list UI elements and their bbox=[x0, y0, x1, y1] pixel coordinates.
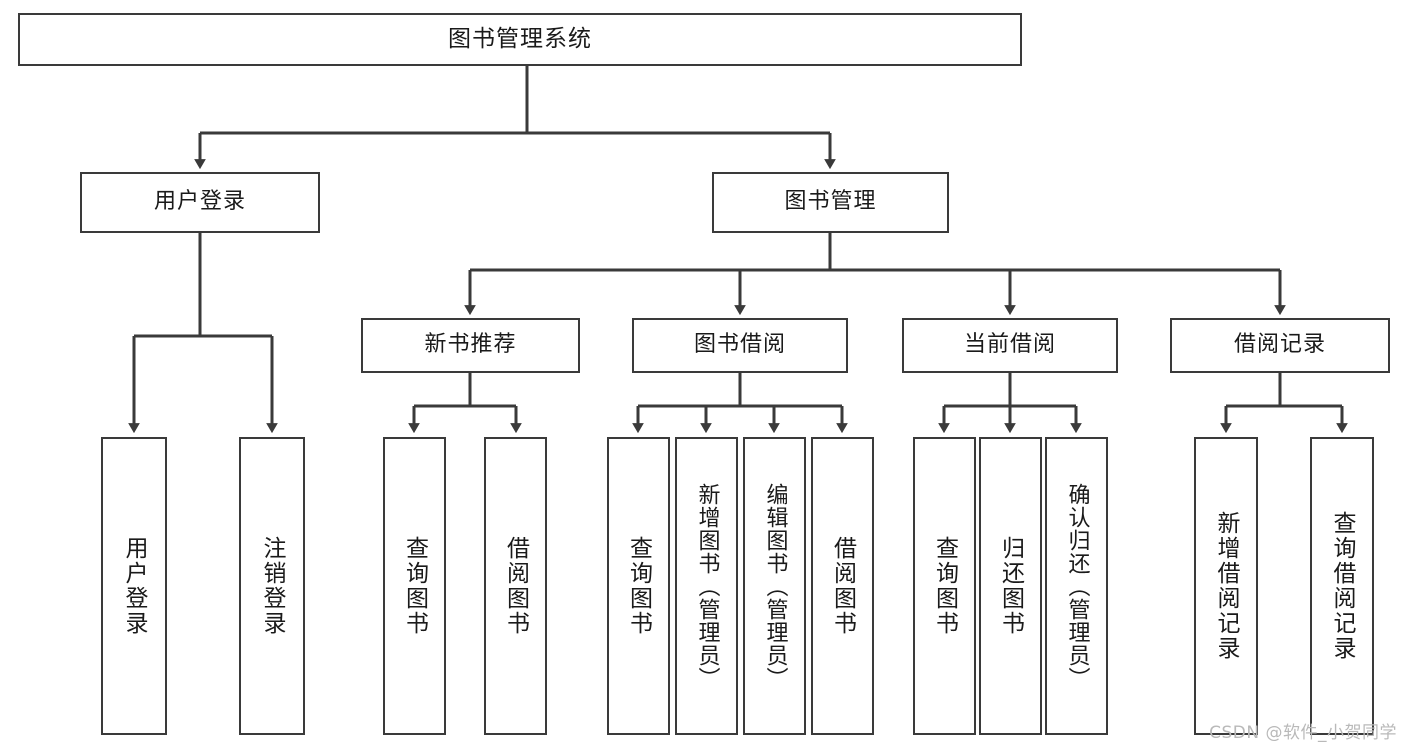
leaf-borrow-book-1[interactable]: 借阅图书 bbox=[484, 437, 547, 735]
node-user-login[interactable]: 用户登录 bbox=[80, 172, 320, 233]
leaf-add-book-admin-label: 新增图书（管理员） bbox=[694, 482, 720, 690]
leaf-query-book-3-label: 查询图书 bbox=[931, 536, 958, 636]
leaf-query-book-1-label: 查询图书 bbox=[401, 536, 428, 636]
leaf-query-record-label: 查询借阅记录 bbox=[1329, 511, 1356, 661]
leaf-borrow-book-2-label: 借阅图书 bbox=[829, 536, 856, 636]
leaf-add-record-label: 新增借阅记录 bbox=[1213, 511, 1240, 661]
leaf-confirm-return-admin[interactable]: 确认归还（管理员） bbox=[1045, 437, 1108, 735]
leaf-confirm-return-admin-label: 确认归还（管理员） bbox=[1064, 482, 1090, 690]
node-borrow-record-label: 借阅记录 bbox=[1233, 332, 1326, 358]
leaf-query-book-3[interactable]: 查询图书 bbox=[913, 437, 976, 735]
leaf-query-record[interactable]: 查询借阅记录 bbox=[1310, 437, 1374, 735]
node-book-borrow-label: 图书借阅 bbox=[693, 332, 786, 358]
leaf-logout-label: 注销登录 bbox=[259, 536, 286, 636]
csdn-watermark: CSDN @软件_小贺同学 bbox=[1209, 723, 1397, 743]
leaf-logout[interactable]: 注销登录 bbox=[239, 437, 305, 735]
node-new-book-recommend-label: 新书推荐 bbox=[424, 332, 517, 358]
node-current-borrow[interactable]: 当前借阅 bbox=[902, 318, 1118, 373]
leaf-borrow-book-2[interactable]: 借阅图书 bbox=[811, 437, 874, 735]
node-book-manage-label: 图书管理 bbox=[784, 189, 877, 215]
leaf-return-book[interactable]: 归还图书 bbox=[979, 437, 1042, 735]
node-root[interactable]: 图书管理系统 bbox=[18, 13, 1022, 66]
leaf-user-login-label: 用户登录 bbox=[121, 536, 148, 636]
node-current-borrow-label: 当前借阅 bbox=[963, 332, 1056, 358]
leaf-user-login[interactable]: 用户登录 bbox=[101, 437, 167, 735]
leaf-return-book-label: 归还图书 bbox=[997, 536, 1024, 636]
leaf-query-book-2-label: 查询图书 bbox=[625, 536, 652, 636]
node-book-manage[interactable]: 图书管理 bbox=[712, 172, 949, 233]
node-new-book-recommend[interactable]: 新书推荐 bbox=[361, 318, 580, 373]
leaf-query-book-1[interactable]: 查询图书 bbox=[383, 437, 446, 735]
node-user-login-label: 用户登录 bbox=[153, 189, 246, 215]
leaf-add-record[interactable]: 新增借阅记录 bbox=[1194, 437, 1258, 735]
leaf-borrow-book-1-label: 借阅图书 bbox=[502, 536, 529, 636]
node-borrow-record[interactable]: 借阅记录 bbox=[1170, 318, 1390, 373]
leaf-add-book-admin[interactable]: 新增图书（管理员） bbox=[675, 437, 738, 735]
node-book-borrow[interactable]: 图书借阅 bbox=[632, 318, 848, 373]
node-root-label: 图书管理系统 bbox=[448, 25, 592, 52]
leaf-edit-book-admin[interactable]: 编辑图书（管理员） bbox=[743, 437, 806, 735]
leaf-query-book-2[interactable]: 查询图书 bbox=[607, 437, 670, 735]
leaf-edit-book-admin-label: 编辑图书（管理员） bbox=[762, 482, 788, 690]
